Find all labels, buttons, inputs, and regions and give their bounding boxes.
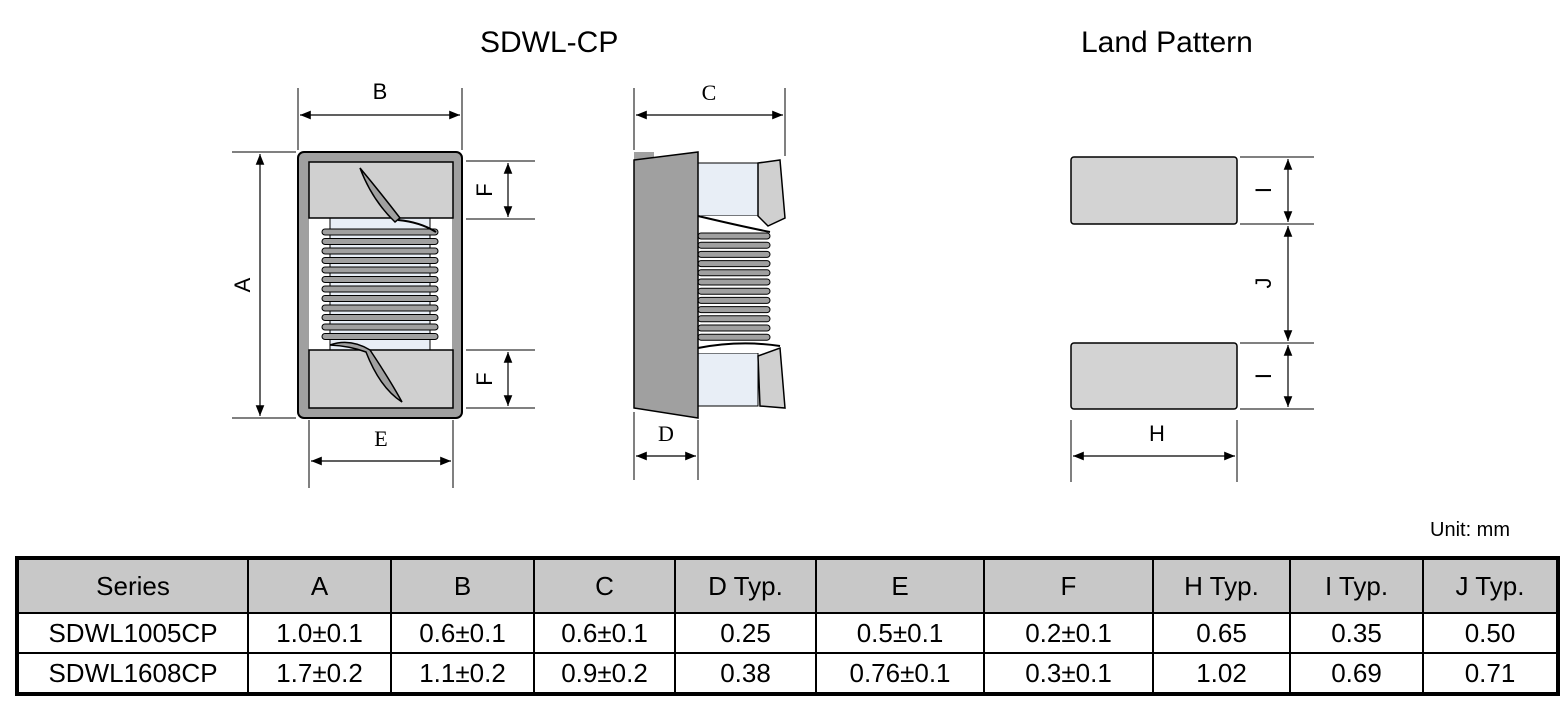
winding-turn (321, 295, 439, 302)
winding-turn (321, 323, 439, 331)
cell-series: SDWL1608CP (16, 652, 249, 695)
winding-turn (697, 296, 771, 304)
land-pattern-title: Land Pattern (1081, 26, 1253, 59)
label-I-lower: I (1251, 373, 1276, 379)
header-J: J Typ. (1422, 557, 1559, 614)
land-pattern-view: I J I H (1070, 156, 1314, 482)
table-row: SDWL1005CP 1.0±0.1 0.6±0.1 0.6±0.1 0.25 … (16, 612, 1559, 654)
header-A: A (247, 557, 392, 614)
cell-E: 0.5±0.1 (815, 612, 985, 654)
header-B: B (390, 557, 535, 614)
winding-turn (321, 314, 439, 321)
dimension-drawing: B A F F E C D (230, 79, 1314, 488)
label-F-lower: F (472, 372, 497, 385)
cell-B: 1.1±0.2 (390, 652, 535, 695)
winding-turn (697, 278, 771, 286)
winding-turn (321, 304, 439, 312)
header-C: C (533, 557, 676, 614)
header-H: H Typ. (1152, 557, 1291, 614)
cell-C: 0.6±0.1 (533, 612, 676, 654)
cell-J: 0.71 (1422, 652, 1559, 695)
label-D: D (658, 421, 674, 446)
component-title: SDWL-CP (480, 26, 619, 59)
land-pad-bottom (1070, 342, 1238, 410)
winding-turn (321, 276, 439, 283)
header-I: I Typ. (1289, 557, 1424, 614)
cell-C: 0.9±0.2 (533, 652, 676, 695)
winding-turn (321, 285, 439, 293)
winding-turn (321, 257, 439, 264)
top-view: B A F F E (230, 79, 535, 488)
cell-F: 0.2±0.1 (983, 612, 1154, 654)
winding-turn (697, 315, 771, 323)
coil-windings-side (697, 232, 771, 341)
unit-label: Unit: mm (1430, 519, 1510, 541)
cell-H: 0.65 (1152, 612, 1291, 654)
cell-D: 0.25 (674, 612, 817, 654)
winding-turn (697, 287, 771, 295)
winding-turn (697, 306, 771, 314)
label-F-upper: F (472, 183, 497, 196)
winding-turn (321, 238, 439, 245)
cell-A: 1.0±0.1 (247, 612, 392, 654)
cell-H: 1.02 (1152, 652, 1291, 695)
winding-turn (321, 266, 439, 274)
label-I-upper: I (1251, 187, 1276, 193)
winding-turn (697, 232, 771, 240)
label-E: E (374, 426, 387, 451)
label-B: B (373, 79, 388, 104)
cell-B: 0.6±0.1 (390, 612, 535, 654)
header-F: F (983, 557, 1154, 614)
cell-I: 0.35 (1289, 612, 1424, 654)
winding-turn (321, 228, 439, 236)
header-series: Series (16, 557, 249, 614)
winding-turn (697, 324, 771, 332)
land-pad-top (1070, 156, 1238, 225)
table-row: SDWL1608CP 1.7±0.2 1.1±0.2 0.9±0.2 0.38 … (16, 652, 1559, 695)
coil-windings (321, 228, 439, 340)
label-J: J (1251, 278, 1276, 289)
label-A: A (230, 277, 255, 292)
winding-turn (697, 250, 771, 258)
cell-E: 0.76±0.1 (815, 652, 985, 695)
winding-turn (697, 269, 771, 277)
label-H: H (1149, 421, 1165, 446)
cell-D: 0.38 (674, 652, 817, 695)
cell-F: 0.3±0.1 (983, 652, 1154, 695)
winding-turn (321, 247, 439, 255)
winding-turn (697, 333, 771, 341)
header-E: E (815, 557, 985, 614)
winding-turn (697, 241, 771, 249)
cell-series: SDWL1005CP (16, 612, 249, 654)
dimension-table: Series A B C D Typ. E F H Typ. I Typ. J … (15, 556, 1560, 696)
header-D: D Typ. (674, 557, 817, 614)
cell-J: 0.50 (1422, 612, 1559, 654)
winding-turn (697, 260, 771, 268)
side-view: C D (633, 80, 786, 480)
table-header-row: Series A B C D Typ. E F H Typ. I Typ. J … (16, 557, 1559, 614)
winding-turn (321, 333, 439, 340)
cell-I: 0.69 (1289, 652, 1424, 695)
label-C: C (702, 80, 717, 105)
cell-A: 1.7±0.2 (247, 652, 392, 695)
